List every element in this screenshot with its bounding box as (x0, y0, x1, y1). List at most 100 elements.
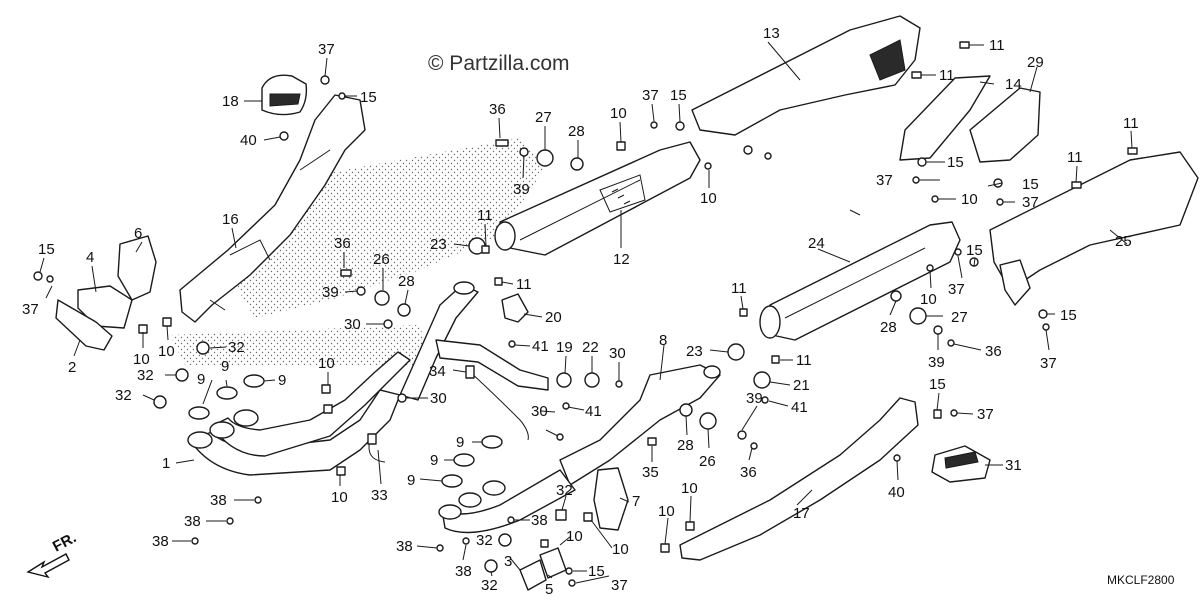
callout-label: 4 (86, 249, 94, 266)
hardware-dot (743, 145, 753, 155)
callout-label: 36 (740, 464, 757, 481)
clip-32 (196, 341, 210, 355)
part-central-pipe-end (453, 281, 475, 295)
hardware-nut (321, 384, 331, 394)
front-arrow-icon (26, 553, 70, 579)
hardware-37 (954, 248, 962, 256)
part-18-dark (269, 93, 301, 107)
callout-label: 32 (115, 387, 132, 404)
hardware-41 (761, 396, 769, 404)
hardware-11 (911, 71, 922, 79)
hardware-38 (462, 537, 470, 545)
callout-label: 37 (977, 406, 994, 423)
hardware-41 (562, 402, 570, 410)
callout-label: 5 (545, 581, 553, 598)
callout-label: 9 (456, 434, 464, 451)
part-31-dark (944, 451, 979, 469)
callout-label: 15 (38, 241, 55, 258)
callout-label: 39 (746, 390, 763, 407)
washer-26 (374, 290, 390, 306)
part-4-guard (77, 285, 133, 329)
hardware-dot (704, 162, 712, 170)
part-13-dark (869, 39, 906, 81)
callout-label: 2 (68, 359, 76, 376)
callout-label: 26 (373, 251, 390, 268)
callout-label: 37 (318, 41, 335, 58)
hardware-nut (336, 466, 346, 476)
hardware-38 (436, 544, 444, 552)
hardware-30 (383, 319, 393, 329)
hardware-15 (565, 567, 573, 575)
callout-label: 15 (670, 87, 687, 104)
hardware-dot (675, 121, 685, 131)
bolt-36 (495, 139, 509, 147)
hardware-nut (162, 317, 172, 327)
hardware-11 (771, 355, 780, 364)
callout-label: 15 (947, 154, 964, 171)
callout-label: 41 (585, 403, 602, 420)
callout-label: 37 (642, 87, 659, 104)
part-34-body (465, 365, 475, 379)
part-3-guard (519, 559, 547, 591)
callout-label: 39 (928, 354, 945, 371)
callout-label: 14 (1005, 76, 1022, 93)
callout-label: 18 (222, 93, 239, 110)
part-6-bracket (117, 235, 157, 301)
hardware-37 (1042, 323, 1050, 331)
part-rear-flange-b (458, 492, 482, 508)
callout-label: 9 (221, 358, 229, 375)
washer-27 (536, 149, 554, 167)
callout-label: 34 (429, 363, 446, 380)
callout-label: 38 (184, 513, 201, 530)
callout-label: 28 (568, 123, 585, 140)
part-12-fins (611, 188, 637, 211)
part-1-manifold-2 (211, 351, 411, 457)
callout-label: 17 (793, 505, 810, 522)
part-2-pipe (55, 299, 113, 351)
part-12-end (494, 221, 516, 251)
hardware-11 (959, 41, 970, 49)
part-17-shield (679, 397, 919, 561)
part-1-flange-b (209, 421, 235, 439)
hardware-10 (583, 512, 593, 522)
hardware-15 (1038, 309, 1048, 319)
callout-label: 23 (686, 343, 703, 360)
stipple-zone-mid (170, 325, 430, 365)
hardware-dot (46, 275, 54, 283)
hardware-28 (679, 403, 693, 417)
callout-label: 15 (966, 242, 983, 259)
callout-labels: 37 15 18 40 16 15 37 4 6 2 10 10 32 32 3… (22, 25, 1139, 598)
callout-label: 41 (532, 338, 549, 355)
callout-label: 10 (610, 105, 627, 122)
callout-label: 9 (197, 371, 205, 388)
hardware-dot (33, 271, 43, 281)
clip-32 (498, 533, 512, 547)
clip-32 (484, 559, 498, 573)
callout-label: 11 (939, 67, 955, 84)
part-33-body (367, 433, 377, 445)
part-24-muffler (769, 221, 961, 341)
hardware-36 (750, 442, 758, 450)
callout-label: 37 (948, 281, 965, 298)
callout-label: 27 (951, 309, 968, 326)
callout-label: 28 (677, 437, 694, 454)
hardware-30 (556, 433, 564, 441)
callout-label: 27 (535, 109, 552, 126)
part-rear-flange-c (482, 480, 506, 496)
callout-label: 8 (659, 332, 667, 349)
callout-label: 11 (516, 276, 532, 293)
callout-label: 15 (1022, 176, 1039, 193)
callout-label: 10 (331, 489, 348, 506)
hardware-dot (320, 75, 330, 85)
callout-label: 11 (1123, 115, 1139, 132)
washer-39 (356, 286, 366, 296)
callout-label: 37 (22, 301, 39, 318)
part-25-hook (999, 259, 1031, 306)
washer-39 (933, 325, 943, 335)
callout-label: 28 (880, 319, 897, 336)
callout-label: 6 (134, 225, 142, 242)
clip-32 (555, 509, 567, 521)
hardware-dot (397, 393, 407, 403)
hardware-28 (890, 290, 902, 302)
